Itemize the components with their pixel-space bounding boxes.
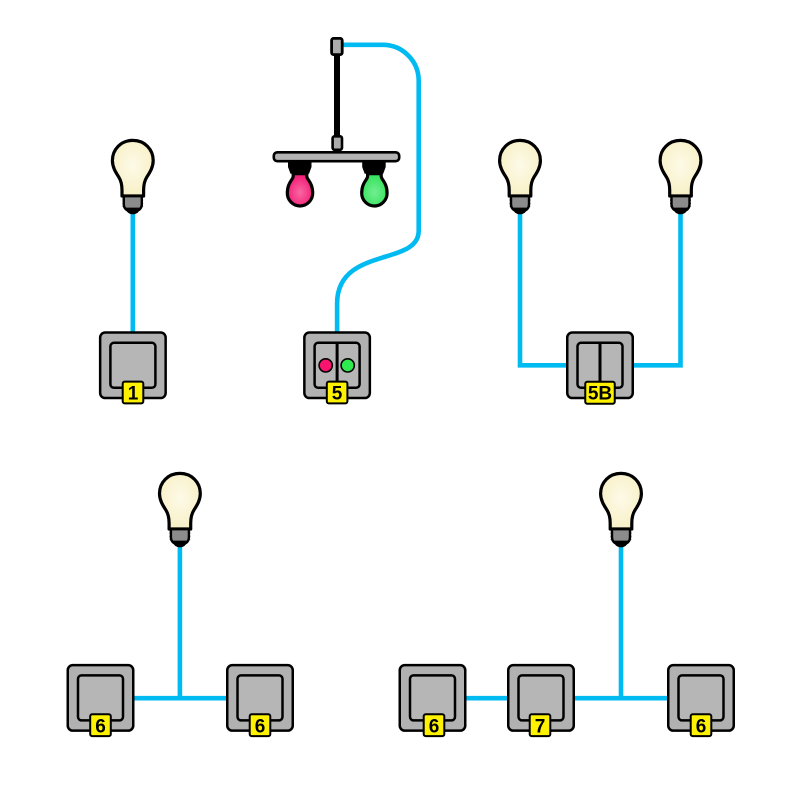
svg-text:6: 6 xyxy=(95,716,106,737)
svg-text:6: 6 xyxy=(696,716,707,737)
svg-text:6: 6 xyxy=(255,716,266,737)
svg-text:5B: 5B xyxy=(588,384,612,405)
svg-text:1: 1 xyxy=(128,384,139,405)
svg-text:6: 6 xyxy=(429,716,440,737)
svg-text:5: 5 xyxy=(332,384,343,405)
svg-text:7: 7 xyxy=(535,716,546,737)
